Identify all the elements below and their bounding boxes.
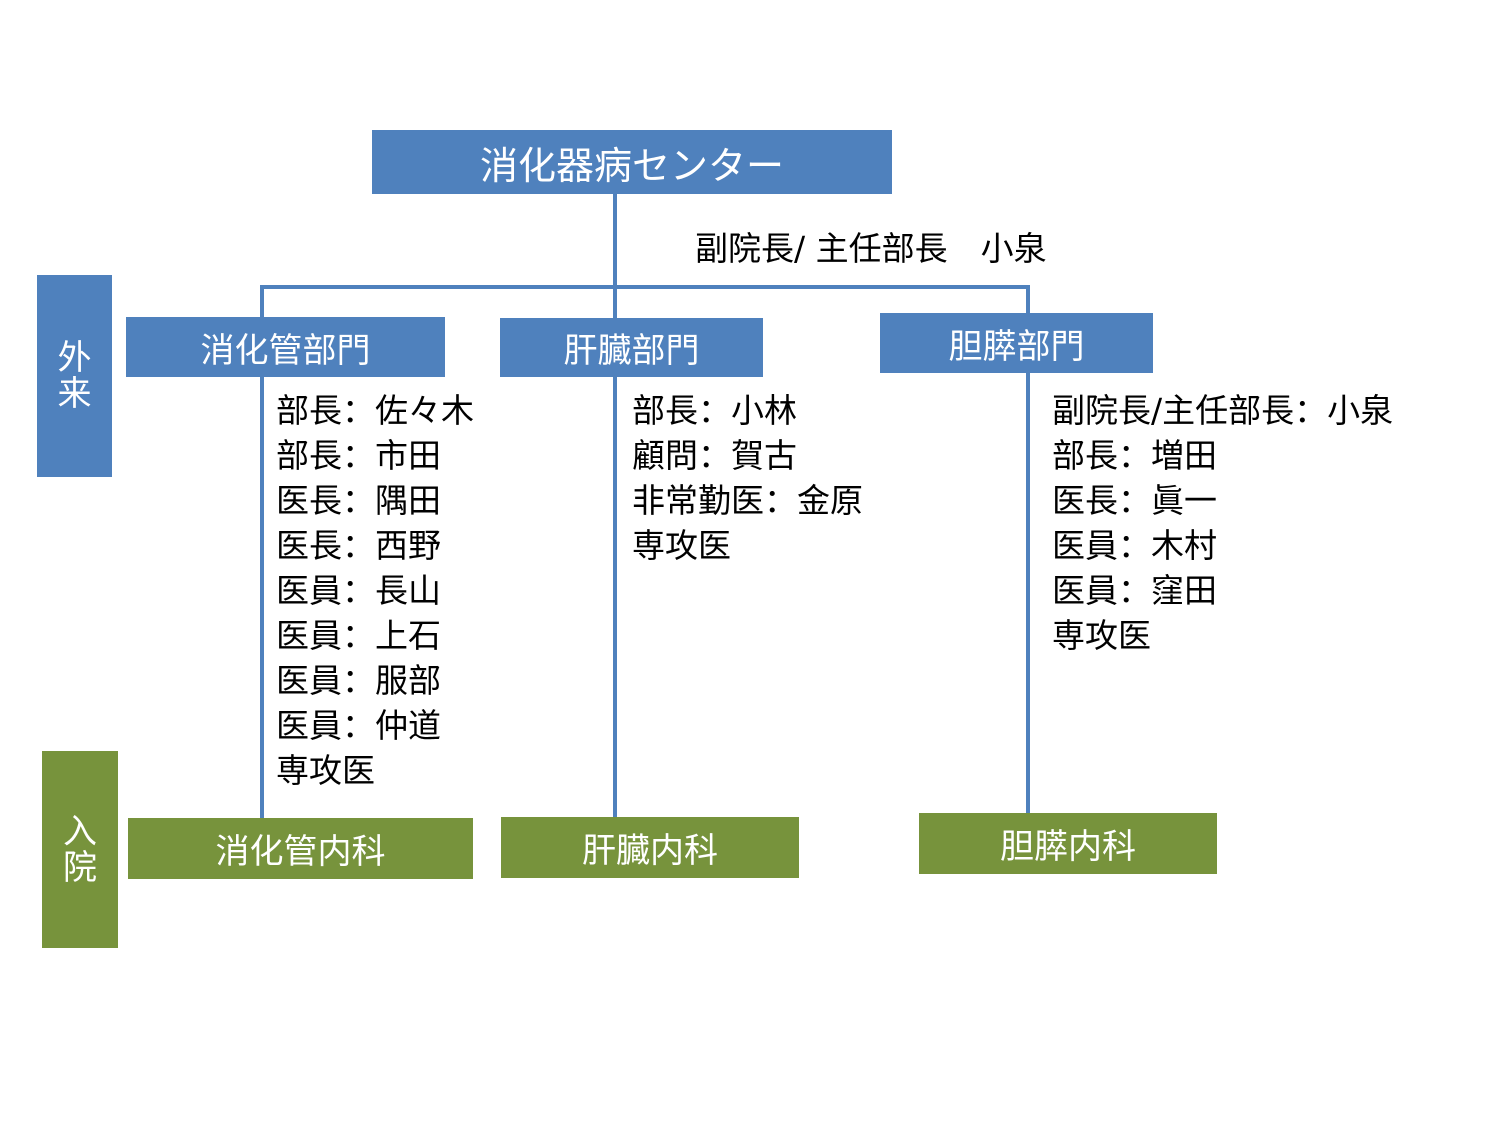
inpatient-label: 入 院 [42,751,118,948]
center-head: 副院長/ 主任部長 小泉 [695,229,1047,268]
ward-name: 胆膵内科 [1000,827,1136,867]
center-title: 消化器病センター [479,143,784,188]
connector-horizontal-bar [260,285,1030,289]
staff-item: 顧問：賀古 [632,436,797,475]
staff-item: 医長：隅田 [276,481,441,520]
staff-item: 副院長/主任部長：小泉 [1052,391,1394,430]
outpatient-label-char-1: 外 [57,338,92,378]
staff-item: 専攻医 [632,526,731,565]
staff-item: 医員：長山 [276,571,441,610]
outpatient-label-char-2: 来 [57,374,92,414]
staff-item: 医員：窪田 [1052,571,1217,610]
staff-item: 医員：服部 [276,661,441,700]
staff-item: 部長：増田 [1052,436,1217,475]
staff-item: 医長：西野 [276,526,441,565]
staff-list-biliary-pancreatic: 副院長/主任部長：小泉 部長：増田 医長：眞一 医員：木村 医員：窪田 専攻医 [1052,388,1393,658]
department-name: 肝臓部門 [563,331,700,371]
staff-item: 医員：木村 [1052,526,1217,565]
staff-item: 専攻医 [276,751,375,790]
connector-biliary-pancreatic [1026,285,1030,815]
connector-center-trunk [613,193,617,289]
inpatient-label-char-2: 院 [63,847,97,888]
ward-name: 消化管内科 [215,832,386,872]
staff-item: 医員：上石 [276,616,441,655]
department-biliary-pancreatic: 胆膵部門 [880,313,1153,373]
staff-item: 専攻医 [1052,616,1151,655]
staff-item: 部長：佐々木 [276,391,474,430]
staff-item: 医員：仲道 [276,706,441,745]
ward-name: 肝臓内科 [582,831,718,871]
staff-item: 部長：市田 [276,436,441,475]
staff-item: 非常勤医：金原 [632,481,863,520]
department-name: 消化管部門 [200,330,371,371]
department-liver: 肝臓部門 [500,318,763,377]
staff-list-digestive-tract: 部長：佐々木 部長：市田 医長：隅田 医長：西野 医員：長山 医員：上石 医員：… [276,388,474,793]
connector-liver [613,285,617,820]
ward-digestive-tract: 消化管内科 [128,818,473,879]
ward-liver: 肝臓内科 [501,817,799,878]
ward-biliary-pancreatic: 胆膵内科 [919,813,1217,874]
outpatient-label: 外 来 [37,275,112,477]
department-digestive-tract: 消化管部門 [126,317,445,377]
staff-item: 部長：小林 [632,391,797,430]
connector-digestive-tract [260,285,264,820]
inpatient-label-char-1: 入 [63,811,97,852]
staff-list-liver: 部長：小林 顧問：賀古 非常勤医：金原 専攻医 [632,388,863,568]
department-name: 胆膵部門 [948,326,1085,367]
center-title-box: 消化器病センター [372,130,892,194]
staff-item: 医長：眞一 [1052,481,1217,520]
